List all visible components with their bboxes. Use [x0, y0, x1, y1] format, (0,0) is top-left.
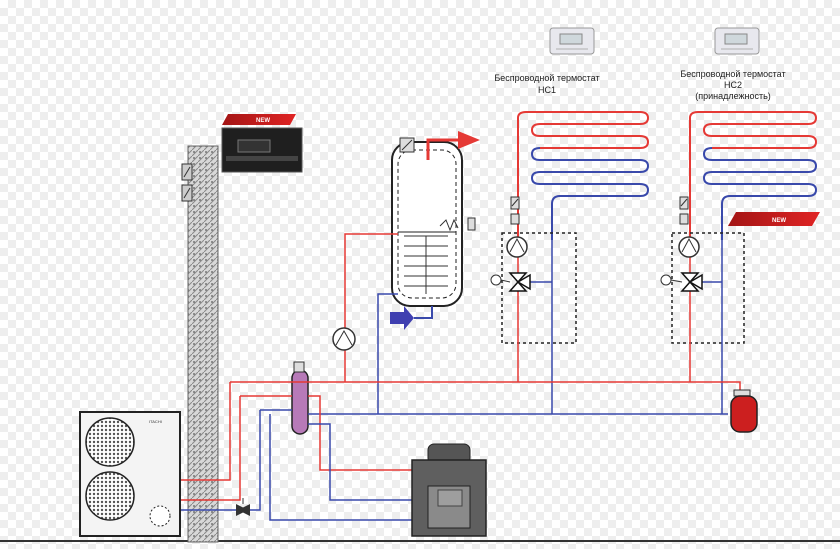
zone-pump-hc1-icon — [506, 236, 528, 258]
dhw-outlet-arrow — [426, 131, 480, 160]
thermostat-hc2 — [714, 27, 760, 55]
dhw-heater-icon — [439, 217, 476, 232]
zone-sensor-hc2-icon — [679, 196, 689, 225]
thermostat-hc2-zone: НС2 — [724, 80, 742, 90]
filter-valve-icon — [236, 498, 250, 516]
wall-sensor-icon — [181, 163, 193, 202]
new-badge-zone2: NEW — [728, 212, 820, 226]
new-badge-controller-label: NEW — [256, 118, 270, 124]
floor-heating-coil-hc1 — [517, 111, 650, 240]
new-badge-controller: NEW — [222, 114, 296, 125]
zone-sensor-hc1-icon — [510, 196, 520, 225]
thermostat-hc2-accessory: (принадлежность) — [695, 91, 771, 101]
outdoor-unit-brand: ITACHI — [149, 419, 162, 424]
expansion-tank — [730, 389, 758, 433]
dhw-coil-icon — [404, 235, 448, 294]
new-badge-zone2-label: NEW — [772, 218, 786, 224]
cold-inlet-arrow — [390, 306, 433, 330]
mixing-valve-hc1-icon — [490, 272, 531, 292]
floor-heating-coil-hc2 — [689, 111, 818, 240]
thermostat-hc1-zone: НС1 — [538, 85, 556, 95]
controller-unit — [221, 127, 303, 173]
zone-pipes — [517, 240, 723, 414]
pump-group-hc2 — [671, 232, 745, 344]
hydraulic-separator — [291, 361, 309, 435]
pump-group-hc1 — [501, 232, 577, 344]
boiler — [411, 443, 487, 537]
main-pipes — [180, 381, 741, 521]
dhw-valve-icon — [399, 137, 415, 153]
dhw-tank — [391, 141, 463, 307]
building-wall — [187, 145, 219, 543]
zone-pump-hc2-icon — [678, 236, 700, 258]
thermostat-hc2-label: Беспроводной термостат — [680, 69, 785, 79]
thermostat-hc1 — [549, 27, 595, 55]
outdoor-heat-pump — [79, 411, 181, 537]
mixing-valve-hc2-icon — [660, 272, 703, 292]
thermostat-hc1-label: Беспроводной термостат — [494, 73, 599, 83]
primary-pump-icon — [332, 327, 356, 351]
